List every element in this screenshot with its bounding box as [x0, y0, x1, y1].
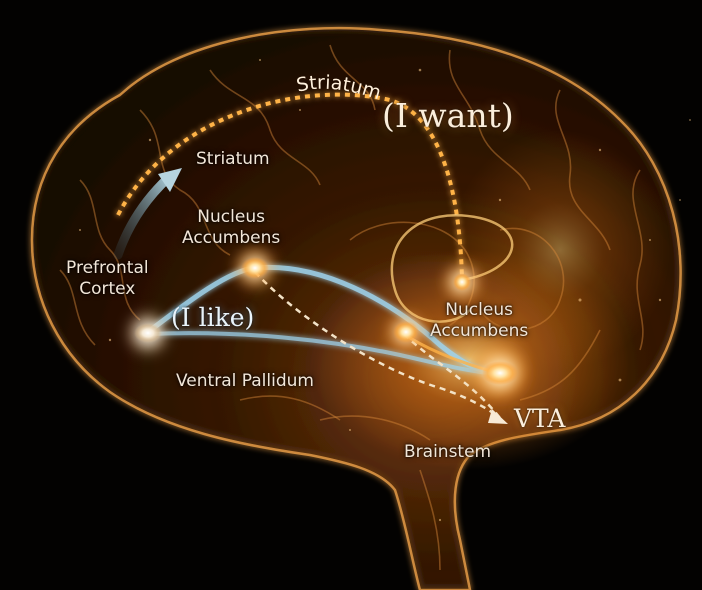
node-nucleus-accumbens-right [386, 312, 426, 352]
label-striatum: Striatum [196, 149, 270, 170]
label-i-want: (I want) [382, 96, 514, 135]
node-nucleus-accumbens-left [233, 246, 277, 290]
node-vta [470, 343, 530, 403]
label-vta: VTA [514, 404, 565, 433]
node-prefrontal-cortex [126, 311, 170, 355]
node-striatum [442, 262, 482, 302]
label-nucleus-accumbens-right: Nucleus Accumbens [430, 300, 528, 342]
label-i-like: (I like) [171, 303, 254, 332]
label-nucleus-accumbens-left: Nucleus Accumbens [182, 207, 280, 249]
label-ventral-pallidum: Ventral Pallidum [176, 371, 314, 392]
label-brainstem: Brainstem [404, 442, 491, 463]
label-prefrontal-cortex: Prefrontal Cortex [66, 258, 149, 300]
